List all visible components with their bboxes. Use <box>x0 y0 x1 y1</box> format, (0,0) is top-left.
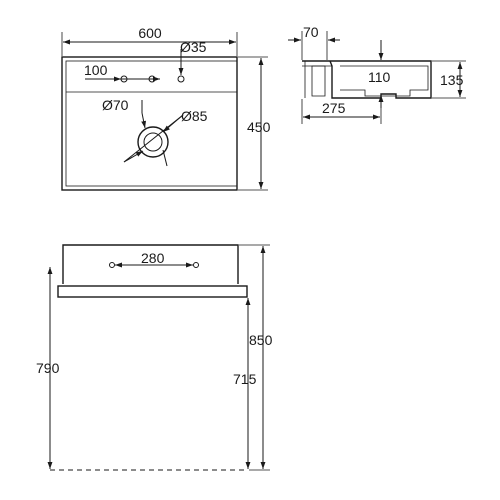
rim-width-label: 70 <box>303 24 319 40</box>
top-view: 600 Ø35 100 Ø70 Ø85 450 <box>61 25 271 191</box>
countertop-slab <box>57 285 248 298</box>
top-height-label: 850 <box>249 332 273 348</box>
depth-label: 450 <box>247 119 271 135</box>
basin-depth-label: 110 <box>368 69 391 85</box>
tap-hole-right <box>177 75 185 83</box>
overflow-tick-top <box>162 114 184 133</box>
width-label: 600 <box>138 25 162 41</box>
hole-spacing-label: 100 <box>84 62 108 78</box>
drain-outer <box>137 126 169 158</box>
overflow-tick-bottom <box>123 150 144 163</box>
side-inner-profile <box>304 61 429 98</box>
height-label: 135 <box>440 72 464 88</box>
drain-diameter-label: Ø70 <box>102 97 129 113</box>
drain-leader <box>141 112 147 129</box>
tap-hole-diameter-label: Ø35 <box>180 39 207 55</box>
bracket-spacing-label: 280 <box>141 250 165 266</box>
drain-inner <box>143 132 163 152</box>
side-view: 70 110 135 275 <box>288 24 466 124</box>
side-profile <box>302 60 432 99</box>
overflow-diameter-label: Ø85 <box>181 108 208 124</box>
front-basin <box>62 244 239 284</box>
overflow-stub <box>162 149 168 167</box>
basin-inner-edge <box>65 60 238 187</box>
bracket-height-label: 790 <box>36 360 60 376</box>
bracket-hole-left <box>109 262 115 268</box>
offset-label: 275 <box>322 100 346 116</box>
front-view: 280 790 715 850 <box>36 244 273 471</box>
bracket-hole-right <box>193 262 199 268</box>
support-height-label: 715 <box>233 371 257 387</box>
